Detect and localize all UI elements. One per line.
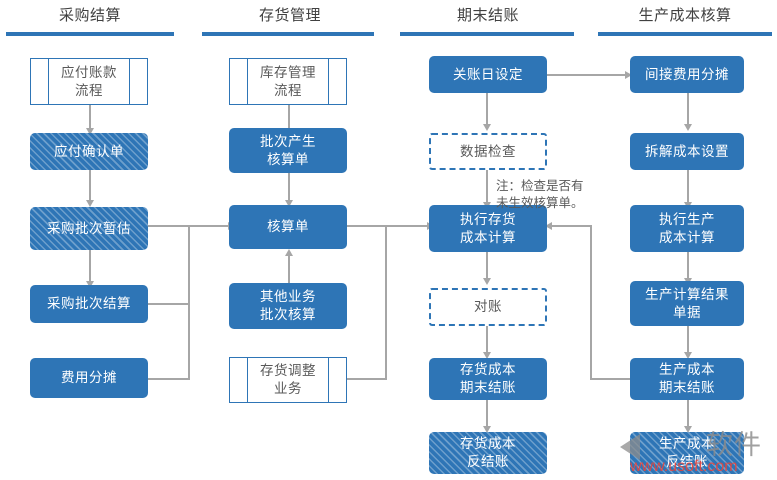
node-split-cost-setting[interactable]: 拆解成本设置 bbox=[630, 133, 744, 170]
note-data-check: 注：检查是否有 未生效核算单。 bbox=[496, 179, 584, 210]
node-inventory-cost-unclose[interactable]: 存货成本 反结账 bbox=[429, 432, 547, 474]
connector-ap-process-to-ap-confirm bbox=[89, 105, 91, 130]
node-expense-alloc[interactable]: 费用分摊 bbox=[30, 358, 148, 398]
arrowhead-po-batch-settle bbox=[85, 281, 94, 288]
node-ap-process[interactable]: 应付账款 流程 bbox=[30, 58, 148, 105]
arrowhead-prod-cost-unclose bbox=[683, 426, 692, 433]
node-po-batch-estimate[interactable]: 采购批次暂估 bbox=[30, 207, 148, 250]
connector-close-date-to-data-check bbox=[486, 93, 488, 126]
connector-overhead-to-split-cost bbox=[687, 93, 689, 126]
column-header-period-close: 期末结账 bbox=[456, 7, 519, 24]
node-reconcile[interactable]: 对账 bbox=[429, 288, 547, 326]
arrowhead-accounting-doc-bottom bbox=[284, 249, 293, 256]
connector-inv-adjust-right bbox=[347, 378, 387, 380]
node-production-cost-period-close[interactable]: 生产成本 期末结账 bbox=[630, 358, 744, 400]
column-rule-2 bbox=[202, 32, 374, 36]
connector-data-check-to-exec-inv-cost bbox=[486, 170, 488, 205]
node-close-date-setting[interactable]: 关账日设定 bbox=[429, 56, 547, 93]
connector-inv-process-to-batch-gen bbox=[288, 105, 290, 130]
connector-feedback-to-exec-inv-cost bbox=[552, 225, 592, 227]
connector-settle-right bbox=[148, 303, 190, 305]
column-header-inventory-management: 存货管理 bbox=[258, 7, 321, 24]
node-data-check[interactable]: 数据检查 bbox=[429, 133, 547, 170]
arrowhead-split-cost-set bbox=[683, 124, 692, 131]
node-ap-confirm[interactable]: 应付确认单 bbox=[30, 133, 148, 170]
arrowhead-exec-inv-cost-right bbox=[545, 221, 552, 230]
node-batch-generate-doc[interactable]: 批次产生 核算单 bbox=[229, 128, 347, 173]
connector-estimate-to-settle bbox=[89, 250, 91, 283]
node-execute-inventory-cost-calc[interactable]: 执行存货 成本计算 bbox=[429, 205, 547, 252]
connector-batch-gen-to-accounting-doc bbox=[288, 173, 290, 203]
connector-col1-merge-trunk bbox=[188, 225, 190, 380]
connector-other-batch-to-accounting-doc bbox=[288, 255, 290, 283]
connector-exec-inv-cost-to-reconcile bbox=[486, 252, 488, 280]
connector-prod-cost-close-to-unclose bbox=[687, 400, 689, 428]
arrowhead-overhead-alloc-left bbox=[625, 70, 632, 79]
arrowhead-po-batch-estimate bbox=[85, 200, 94, 207]
node-inventory-process[interactable]: 库存管理 流程 bbox=[229, 58, 347, 105]
connector-ap-confirm-to-estimate bbox=[89, 170, 91, 202]
node-production-cost-unclose[interactable]: 生产成本 反结账 bbox=[630, 432, 744, 474]
connector-prod-cost-close-left bbox=[590, 378, 632, 380]
connector-reconcile-to-inv-cost-close bbox=[486, 326, 488, 354]
arrowhead-reconcile bbox=[482, 278, 491, 285]
node-po-batch-settle[interactable]: 采购批次结算 bbox=[30, 285, 148, 323]
connector-inv-cost-close-to-unclose bbox=[486, 400, 488, 428]
connector-col2-trunk-to-exec-inv-cost bbox=[385, 225, 429, 227]
arrowhead-inv-cost-unclose bbox=[482, 426, 491, 433]
arrowhead-accounting-doc-top bbox=[284, 200, 293, 207]
connector-exec-prod-cost-to-result-doc bbox=[687, 252, 689, 280]
node-other-business-batch-accounting[interactable]: 其他业务 批次核算 bbox=[229, 283, 347, 329]
column-header-purchase-settlement: 采购结算 bbox=[58, 7, 121, 24]
arrowhead-ap-confirm bbox=[85, 128, 94, 135]
arrowhead-prod-cost-close bbox=[683, 352, 692, 359]
connector-col1-trunk-to-accounting-doc bbox=[188, 225, 230, 227]
connector-estimate-right bbox=[148, 225, 190, 227]
node-inventory-adjust-business[interactable]: 存货调整 业务 bbox=[229, 357, 347, 403]
column-header-production-cost: 生产成本核算 bbox=[638, 7, 732, 24]
node-execute-production-cost-calc[interactable]: 执行生产 成本计算 bbox=[630, 205, 744, 252]
node-overhead-allocation[interactable]: 间接费用分摊 bbox=[630, 56, 744, 93]
column-rule-1 bbox=[6, 32, 174, 36]
connector-accounting-doc-right bbox=[347, 225, 387, 227]
arrowhead-inv-cost-close bbox=[482, 352, 491, 359]
node-accounting-doc[interactable]: 核算单 bbox=[229, 205, 347, 249]
connector-expense-alloc-right bbox=[148, 378, 190, 380]
connector-col2-merge-trunk bbox=[385, 225, 387, 380]
connector-feedback-trunk bbox=[590, 225, 592, 380]
connector-close-date-to-overhead bbox=[547, 74, 627, 76]
column-rule-4 bbox=[598, 32, 772, 36]
connector-split-cost-to-exec-prod-cost bbox=[687, 170, 689, 205]
arrowhead-data-check bbox=[482, 124, 491, 131]
column-rule-3 bbox=[400, 32, 574, 36]
connector-result-doc-to-prod-cost-close bbox=[687, 326, 689, 354]
node-production-result-document[interactable]: 生产计算结果 单据 bbox=[630, 281, 744, 326]
node-inventory-cost-period-close[interactable]: 存货成本 期末结账 bbox=[429, 358, 547, 400]
